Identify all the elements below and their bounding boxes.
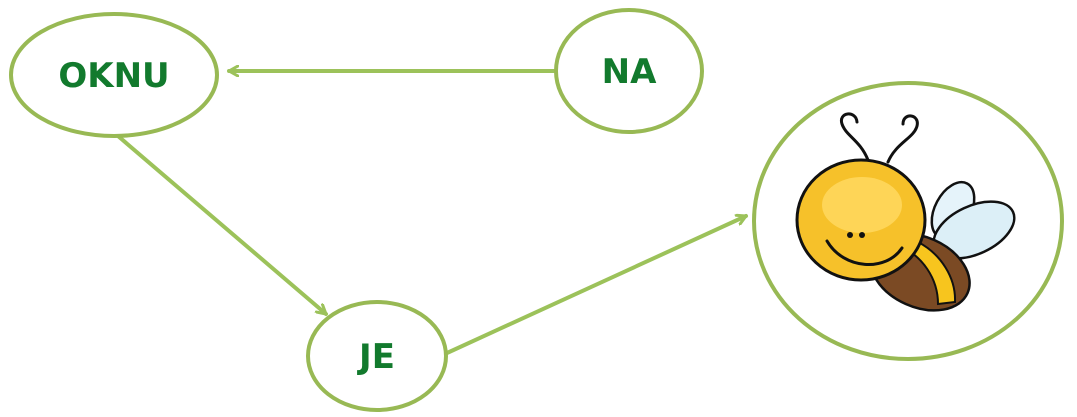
node-na-outline bbox=[554, 8, 704, 134]
node-bee bbox=[752, 81, 1064, 361]
node-oknu-label: OKNU bbox=[58, 56, 169, 96]
node-na: NA bbox=[554, 8, 704, 134]
bee-icon bbox=[795, 112, 1016, 312]
node-oknu-outline bbox=[9, 12, 219, 138]
bee-antenna-left bbox=[839, 112, 870, 162]
bee-head bbox=[795, 158, 927, 282]
bee-eye-right bbox=[859, 232, 865, 238]
bee-eye-left bbox=[847, 232, 853, 238]
arrow-je-to-bee bbox=[445, 216, 748, 355]
node-na-label: NA bbox=[602, 52, 657, 92]
node-je-label: JE bbox=[357, 337, 395, 377]
node-je-outline bbox=[306, 300, 448, 412]
node-je: JE bbox=[306, 300, 448, 412]
node-oknu: OKNU bbox=[9, 12, 219, 138]
bee-antenna-right bbox=[886, 114, 919, 164]
arrow-oknu-to-je bbox=[116, 134, 328, 316]
bee-smile bbox=[825, 239, 904, 267]
